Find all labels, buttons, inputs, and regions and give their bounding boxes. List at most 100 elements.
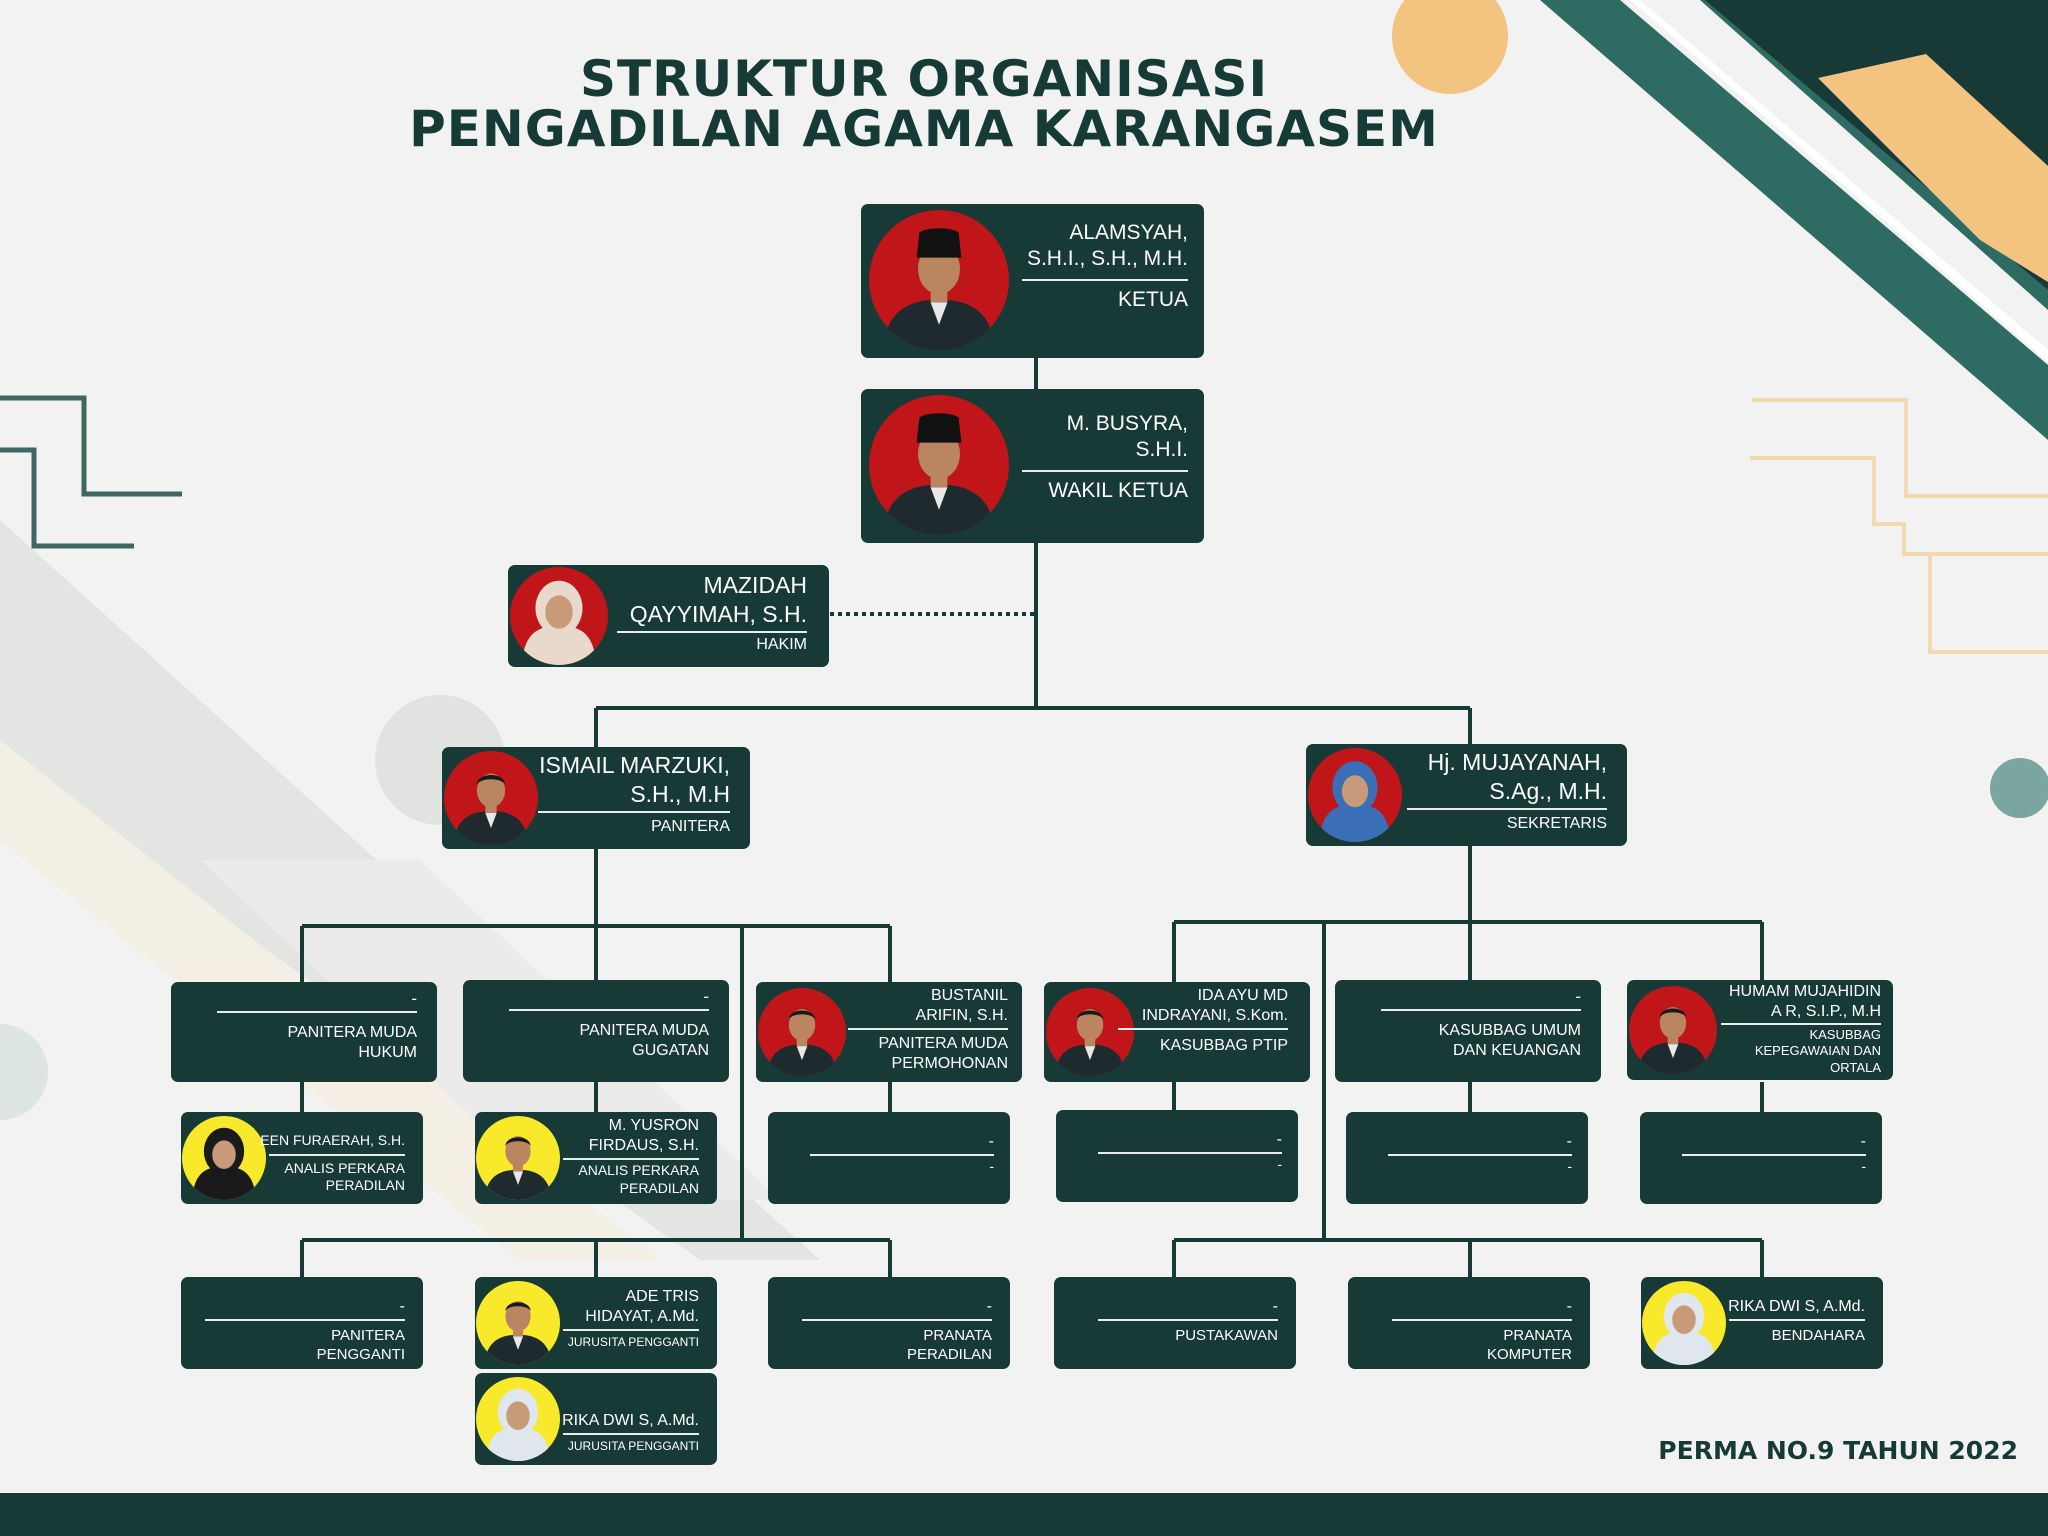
card-panitera-pengganti: - PANITERA PENGGANTI: [181, 1277, 423, 1369]
panitera-name-line1: ISMAIL MARZUKI,: [539, 752, 730, 778]
photo-panitera: [444, 751, 538, 845]
pm-gugatan-name: -: [703, 987, 709, 1006]
bendahara-name: RIKA DWI S, A.Md.: [1728, 1298, 1865, 1315]
bendahara-role: BENDAHARA: [1771, 1327, 1865, 1344]
card-kasubbag-kepegawaian: HUMAM MUJAHIDIN A R, S.I.P., M.H KASUBBA…: [1627, 980, 1893, 1080]
hakim-name-line1: MAZIDAH: [703, 572, 808, 598]
sekretaris-name-line2: S.Ag., M.H.: [1489, 777, 1607, 804]
photo-wakil-ketua: [869, 395, 1009, 535]
regulation-label: PERMA NO.9 TAHUN 2022: [1658, 1436, 2018, 1465]
photo-jurusita-1: [476, 1281, 560, 1365]
pranata-peradilan-name: -: [986, 1298, 992, 1315]
card-sekretaris: Hj. MUJAYANAH, S.Ag., M.H. SEKRETARIS: [1306, 744, 1627, 846]
staff-umum-name: -: [1566, 1133, 1572, 1150]
kasubbag-ptip-role: KASUBBAG PTIP: [1159, 1037, 1288, 1054]
card-staff-kepegawaian: - -: [1640, 1112, 1882, 1204]
pranata-peradilan-role-line1: PRANATA: [923, 1327, 992, 1344]
kasubbag-ptip-name-line2: INDRAYANI, S.Kom.: [1141, 1007, 1288, 1024]
panitera-name-line2: S.H., M.H: [630, 780, 730, 807]
card-wakil-ketua: M. BUSYRA, S.H.I. WAKIL KETUA: [861, 389, 1204, 543]
card-pranata-peradilan: - PRANATA PERADILAN: [768, 1277, 1010, 1369]
analis-2-role-line2: PERADILAN: [619, 1179, 699, 1196]
card-panitera: ISMAIL MARZUKI, S.H., M.H PANITERA: [442, 747, 750, 849]
wakil-ketua-name-line2: S.H.I.: [1135, 438, 1188, 462]
pm-gugatan-role-line1: PANITERA MUDA: [579, 1022, 710, 1040]
card-kasubbag-umum: - KASUBBAG UMUM DAN KEUANGAN: [1335, 980, 1601, 1082]
jurusita-1-role: JURUSITA PENGGANTI: [567, 1335, 699, 1349]
pm-gugatan-role-line2: GUGATAN: [632, 1042, 709, 1060]
kasubbag-kepegawaian-name-line1: HUMAM MUJAHIDIN: [1729, 983, 1881, 1000]
pranata-komputer-role-line1: PRANATA: [1503, 1327, 1572, 1344]
hakim-name-line2: QAYYIMAH, S.H.: [629, 600, 807, 627]
card-kasubbag-ptip: IDA AYU MD INDRAYANI, S.Kom. KASUBBAG PT…: [1044, 982, 1310, 1082]
staff-permohonan-role: -: [989, 1158, 994, 1174]
ketua-role: KETUA: [1117, 287, 1188, 311]
kasubbag-kepegawaian-role-line1: KASUBBAG: [1809, 1027, 1881, 1042]
wakil-ketua-name-line1: M. BUSYRA,: [1066, 412, 1188, 435]
pm-permohonan-name-line2: ARIFIN, S.H.: [915, 1007, 1008, 1024]
staff-ptip-name: -: [1276, 1131, 1282, 1148]
ketua-name-line1: ALAMSYAH,: [1069, 221, 1188, 244]
photo-hakim: [510, 567, 608, 665]
card-jurusita-2: RIKA DWI S, A.Md. JURUSITA PENGGANTI: [475, 1373, 717, 1465]
photo-bendahara: [1642, 1281, 1726, 1365]
staff-kepegawaian-role: -: [1861, 1158, 1866, 1174]
card-pustakawan: - PUSTAKAWAN: [1054, 1277, 1296, 1369]
panitera-role: PANITERA: [651, 817, 730, 835]
analis-2-role-line1: ANALIS PERKARA: [578, 1162, 699, 1178]
jurusita-1-name-line2: HIDAYAT, A.Md.: [585, 1308, 699, 1325]
card-pranata-komputer: - PRANATA KOMPUTER: [1348, 1277, 1590, 1369]
card-hakim: MAZIDAH QAYYIMAH, S.H. HAKIM: [508, 565, 829, 667]
card-staff-umum: - -: [1346, 1112, 1588, 1204]
analis-2-name-line1: M. YUSRON: [608, 1117, 699, 1134]
photo-ketua: [869, 210, 1009, 350]
kasubbag-ptip-name-line1: IDA AYU MD: [1197, 987, 1288, 1004]
card-panitera-muda-permohonan: BUSTANIL ARIFIN, S.H. PANITERA MUDA PERM…: [756, 982, 1022, 1082]
hakim-role: HAKIM: [756, 635, 807, 653]
kasubbag-kepegawaian-role-line3: ORTALA: [1830, 1059, 1881, 1075]
card-panitera-muda-hukum: - PANITERA MUDA HUKUM: [171, 982, 437, 1082]
photo-sekretaris: [1308, 748, 1402, 842]
sekretaris-name-line1: Hj. MUJAYANAH,: [1427, 749, 1607, 775]
pustakawan-role: PUSTAKAWAN: [1175, 1327, 1278, 1344]
photo-kasubbag-kepegawaian: [1629, 986, 1717, 1074]
pm-hukum-name: -: [411, 989, 417, 1008]
kasubbag-umum-role-line2: DAN KEUANGAN: [1452, 1042, 1581, 1060]
pm-permohonan-role-line1: PANITERA MUDA: [878, 1035, 1009, 1052]
staff-umum-role: -: [1567, 1158, 1572, 1174]
ketua-name-line2: S.H.I., S.H., M.H.: [1026, 247, 1188, 271]
pranata-komputer-role-line2: KOMPUTER: [1486, 1345, 1572, 1363]
kasubbag-kepegawaian-role-line2: KEPEGAWAIAN DAN: [1754, 1043, 1881, 1059]
page-title-line2: PENGADILAN AGAMA KARANGASEM: [409, 100, 1439, 158]
jurusita-1-name-line1: ADE TRIS: [625, 1288, 700, 1305]
card-staff-ptip: - -: [1056, 1110, 1298, 1202]
analis-1-role-line1: ANALIS PERKARA: [284, 1159, 405, 1176]
pm-permohonan-role-line2: PERMOHONAN: [891, 1055, 1008, 1072]
card-panitera-muda-gugatan: - PANITERA MUDA GUGATAN: [463, 980, 729, 1082]
analis-1-name: EEN FURAERAH, S.H.: [260, 1132, 405, 1148]
photo-kasubbag-ptip: [1046, 988, 1134, 1076]
kasubbag-umum-name: -: [1575, 987, 1581, 1006]
staff-permohonan-name: -: [988, 1133, 994, 1150]
panitera-pengganti-role-line2: PENGGANTI: [316, 1345, 405, 1363]
card-ketua: ALAMSYAH, S.H.I., S.H., M.H. KETUA: [861, 204, 1204, 358]
kasubbag-kepegawaian-name-line2: A R, S.I.P., M.H: [1771, 1003, 1881, 1020]
panitera-pengganti-role-line1: PANITERA: [331, 1327, 405, 1344]
jurusita-2-name: RIKA DWI S, A.Md.: [562, 1412, 699, 1429]
card-analis-2: M. YUSRON FIRDAUS, S.H. ANALIS PERKARA P…: [475, 1112, 717, 1204]
kasubbag-umum-role-line1: KASUBBAG UMUM: [1438, 1022, 1581, 1040]
sekretaris-role: SEKRETARIS: [1506, 814, 1607, 832]
page-title-line1: STRUKTUR ORGANISASI: [579, 50, 1269, 108]
staff-ptip-role: -: [1277, 1156, 1282, 1172]
analis-1-role-line2: PERADILAN: [325, 1177, 405, 1193]
pm-hukum-role-line1: PANITERA MUDA: [287, 1024, 418, 1042]
wakil-ketua-role: WAKIL KETUA: [1048, 478, 1188, 502]
pranata-peradilan-role-line2: PERADILAN: [906, 1345, 992, 1363]
pustakawan-name: -: [1272, 1298, 1278, 1315]
card-bendahara: RIKA DWI S, A.Md. BENDAHARA: [1641, 1277, 1883, 1369]
photo-analis-2: [476, 1116, 560, 1200]
photo-jurusita-2: [476, 1377, 560, 1461]
pranata-komputer-name: -: [1566, 1298, 1572, 1315]
analis-2-name-line2: FIRDAUS, S.H.: [588, 1137, 699, 1154]
pm-hukum-role-line2: HUKUM: [358, 1044, 417, 1062]
